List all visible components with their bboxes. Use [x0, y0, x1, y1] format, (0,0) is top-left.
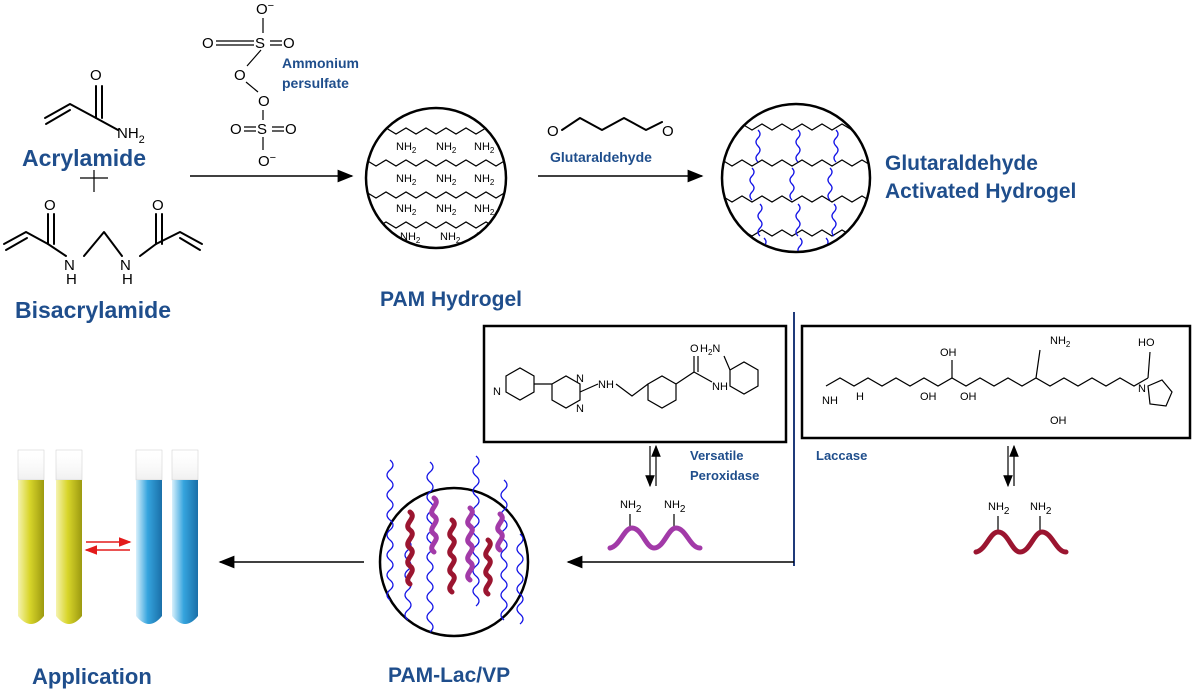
activated-hydrogel-label-2: Activated Hydrogel: [885, 180, 1076, 203]
svg-text:NH: NH: [598, 379, 614, 391]
svg-text:NH2: NH2: [664, 499, 686, 515]
svg-text:O: O: [690, 343, 699, 355]
svg-text:N: N: [493, 386, 501, 398]
svg-text:NH2: NH2: [1050, 335, 1071, 349]
svg-text:O: O: [230, 121, 242, 138]
svg-text:N: N: [576, 373, 584, 385]
vp-enzyme-ribbon: NH2 NH2: [607, 499, 703, 551]
glutaraldehyde-structure: O O: [547, 117, 674, 140]
svg-text:S: S: [257, 121, 267, 138]
ammonium-label: Ammonium: [282, 55, 359, 71]
bisacrylamide-label: Bisacrylamide: [15, 297, 171, 323]
svg-text:NH2: NH2: [117, 125, 145, 146]
svg-text:O−: O−: [256, 0, 274, 18]
svg-text:HO: HO: [1138, 337, 1155, 349]
pam-hydrogel-circle: NH2 NH2 NH2 NH2 NH2 NH2 NH2 NH2 NH2 NH2 …: [364, 106, 508, 250]
svg-text:OH: OH: [1050, 415, 1067, 427]
test-tubes-yellow: [17, 449, 83, 624]
laccase-enzyme-ribbon: NH2 NH2: [973, 501, 1069, 555]
pam-lac-vp-circle: [378, 455, 530, 638]
activated-hydrogel-label-1: Glutaraldehyde: [885, 152, 1038, 175]
svg-text:O: O: [662, 123, 674, 140]
svg-text:O: O: [90, 67, 102, 84]
pam-hydrogel-label: PAM Hydrogel: [380, 288, 522, 311]
svg-text:NH2: NH2: [988, 501, 1010, 517]
svg-text:O−: O−: [258, 152, 276, 170]
laccase-label: Laccase: [816, 448, 867, 463]
svg-text:NH2: NH2: [436, 203, 457, 217]
activated-hydrogel-circle: [720, 102, 872, 254]
application-label: Application: [32, 664, 152, 689]
versatile-peroxidase-box: N N N NH O NH H2N: [482, 324, 788, 444]
svg-text:O: O: [234, 67, 246, 84]
pam-lac-vp-label: PAM-Lac/VP: [388, 664, 510, 687]
persulfate-structure: O− O S O O O O S O O−: [202, 0, 297, 170]
svg-text:NH2: NH2: [396, 173, 417, 187]
svg-text:NH: NH: [712, 381, 728, 393]
svg-text:N: N: [576, 403, 584, 415]
svg-text:H: H: [856, 391, 864, 403]
svg-text:O: O: [44, 197, 56, 214]
svg-text:O: O: [285, 121, 297, 138]
svg-text:NH: NH: [822, 395, 838, 407]
equilibrium-arrows-vp: [645, 444, 661, 488]
svg-text:S: S: [255, 35, 265, 52]
svg-text:NH2: NH2: [436, 141, 457, 155]
svg-text:O: O: [202, 35, 214, 52]
equilibrium-arrows-red: [84, 537, 132, 555]
svg-text:OH: OH: [960, 391, 977, 403]
svg-text:O: O: [547, 123, 559, 140]
svg-text:N: N: [64, 257, 75, 274]
svg-text:NH2: NH2: [474, 141, 495, 155]
svg-text:N: N: [1138, 383, 1146, 395]
svg-text:NH2: NH2: [396, 141, 417, 155]
svg-text:NH2: NH2: [474, 203, 495, 217]
svg-text:N: N: [120, 257, 131, 274]
svg-text:NH2: NH2: [620, 499, 642, 515]
svg-text:NH2: NH2: [440, 231, 461, 245]
svg-text:O: O: [283, 35, 295, 52]
svg-text:OH: OH: [940, 347, 957, 359]
svg-text:NH2: NH2: [396, 203, 417, 217]
svg-text:NH2: NH2: [1030, 501, 1052, 517]
svg-text:O: O: [152, 197, 164, 214]
bisacrylamide-structure: O O N H N H: [3, 197, 203, 288]
acrylamide-label: Acrylamide: [22, 145, 146, 171]
peroxidase-label: Peroxidase: [690, 468, 759, 483]
svg-text:O: O: [258, 93, 270, 110]
acrylamide-structure: O NH2: [44, 67, 145, 146]
svg-text:NH2: NH2: [436, 173, 457, 187]
test-tubes-blue: [135, 449, 199, 624]
svg-text:H: H: [122, 271, 133, 288]
persulfate-label: persulfate: [282, 75, 349, 91]
svg-text:H2N: H2N: [700, 343, 720, 357]
svg-text:NH2: NH2: [474, 173, 495, 187]
laccase-box: NH H OH OH OH OH NH2 HO N: [800, 324, 1192, 440]
plus-cross: [80, 170, 108, 192]
svg-text:OH: OH: [920, 391, 937, 403]
glutaraldehyde-label: Glutaraldehyde: [550, 149, 652, 165]
versatile-label: Versatile: [690, 448, 744, 463]
svg-text:H: H: [66, 271, 77, 288]
equilibrium-arrows-laccase: [1003, 444, 1019, 488]
